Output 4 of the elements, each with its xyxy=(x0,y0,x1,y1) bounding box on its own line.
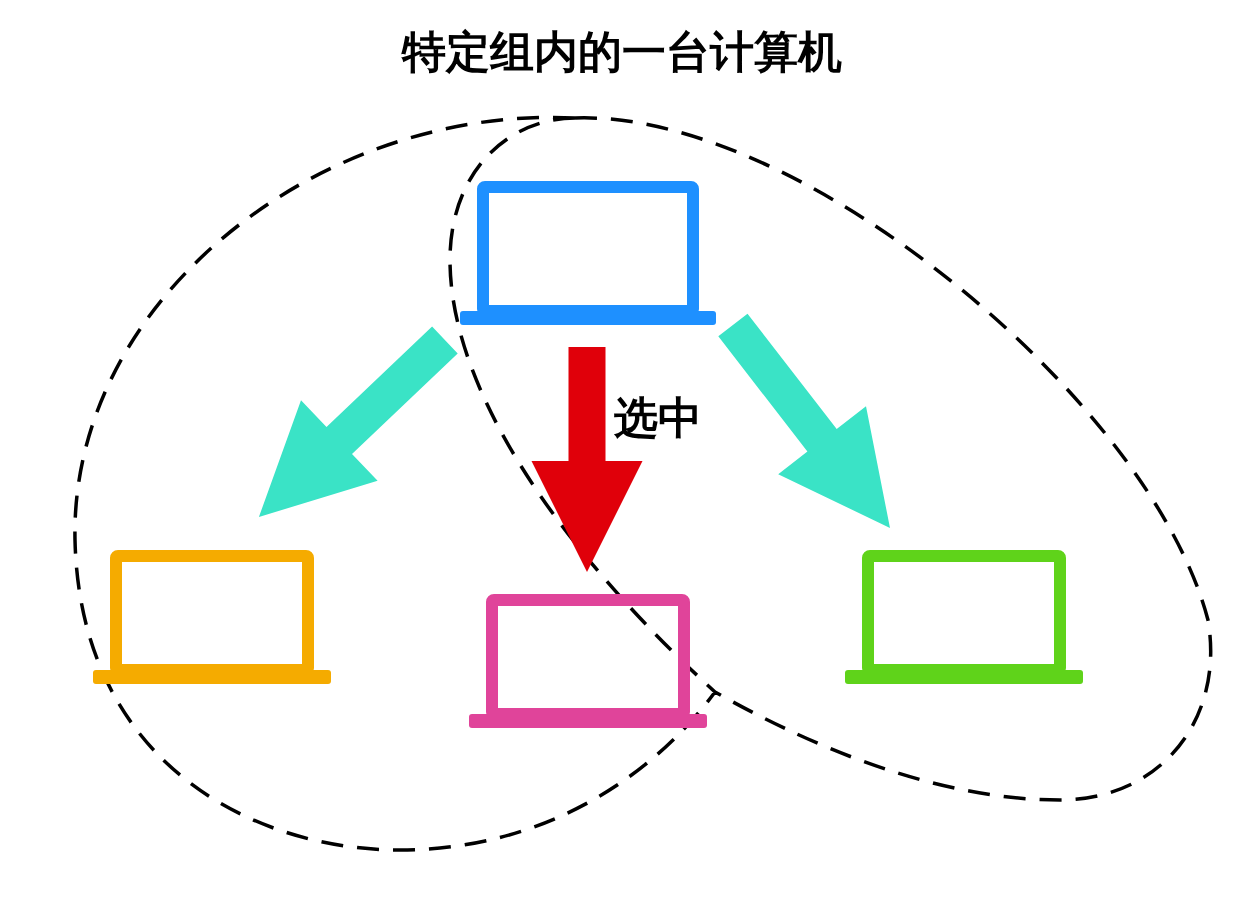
block-arrow xyxy=(718,313,890,528)
title: 特定组内的一台计算机 xyxy=(400,30,843,74)
block-arrow xyxy=(531,347,643,572)
block-arrow xyxy=(258,326,458,517)
